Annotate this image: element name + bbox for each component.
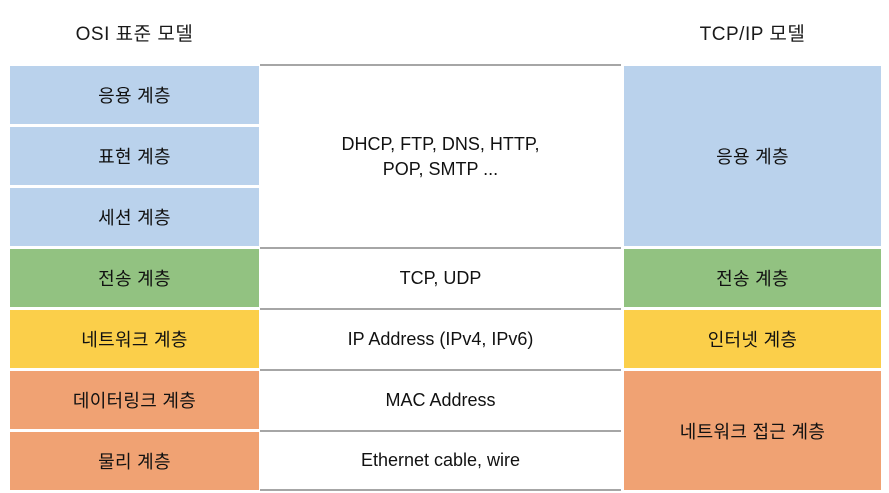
protocol-cell: DHCP, FTP, DNS, HTTP, POP, SMTP ... bbox=[260, 64, 621, 247]
osi-layer-label: 물리 계층 bbox=[98, 452, 171, 472]
osi-layer-cell: 세션 계층 bbox=[10, 188, 259, 246]
tcpip-layer-label: 응용 계층 bbox=[716, 147, 789, 167]
osi-layer-label: 네트워크 계층 bbox=[81, 330, 188, 350]
tcpip-layer-label: 전송 계층 bbox=[716, 269, 789, 289]
osi-layer-label: 전송 계층 bbox=[98, 269, 171, 289]
osi-layer-label: 응용 계층 bbox=[98, 86, 171, 106]
protocol-cell: TCP, UDP bbox=[260, 247, 621, 308]
protocol-cell: Ethernet cable, wire bbox=[260, 430, 621, 491]
protocol-label: DHCP, FTP, DNS, HTTP, POP, SMTP ... bbox=[341, 134, 540, 179]
tcpip-layer-label: 인터넷 계층 bbox=[707, 330, 798, 350]
tcpip-model-title: TCP/IP 모델 bbox=[699, 24, 806, 45]
osi-layer-cell: 물리 계층 bbox=[10, 432, 259, 490]
osi-layer-label: 데이터링크 계층 bbox=[72, 391, 197, 411]
tcpip-layer-label: 네트워크 접근 계층 bbox=[679, 421, 826, 442]
protocol-column: DHCP, FTP, DNS, HTTP, POP, SMTP ... TCP, … bbox=[260, 64, 621, 491]
osi-layer-cell: 데이터링크 계층 bbox=[10, 371, 259, 429]
protocol-cell: IP Address (IPv4, IPv6) bbox=[260, 308, 621, 369]
protocol-label: Ethernet cable, wire bbox=[360, 450, 521, 471]
osi-layer-cell: 네트워크 계층 bbox=[10, 310, 259, 368]
osi-layer-label: 표현 계층 bbox=[98, 147, 171, 167]
osi-layer-cell: 표현 계층 bbox=[10, 127, 259, 185]
protocol-label: TCP, UDP bbox=[399, 268, 482, 289]
protocol-label: MAC Address bbox=[385, 390, 496, 411]
osi-layer-label: 세션 계층 bbox=[98, 208, 171, 228]
protocol-cell: MAC Address bbox=[260, 369, 621, 430]
tcpip-layer-cell: 응용 계층 bbox=[624, 66, 881, 246]
osi-layer-cell: 응용 계층 bbox=[10, 66, 259, 124]
tcpip-layer-cell: 네트워크 접근 계층 bbox=[624, 371, 881, 490]
osi-model-title: OSI 표준 모델 bbox=[75, 24, 194, 45]
osi-layer-cell: 전송 계층 bbox=[10, 249, 259, 307]
tcpip-layer-cell: 인터넷 계층 bbox=[624, 310, 881, 368]
protocol-label: IP Address (IPv4, IPv6) bbox=[347, 329, 534, 350]
tcpip-layer-cell: 전송 계층 bbox=[624, 249, 881, 307]
